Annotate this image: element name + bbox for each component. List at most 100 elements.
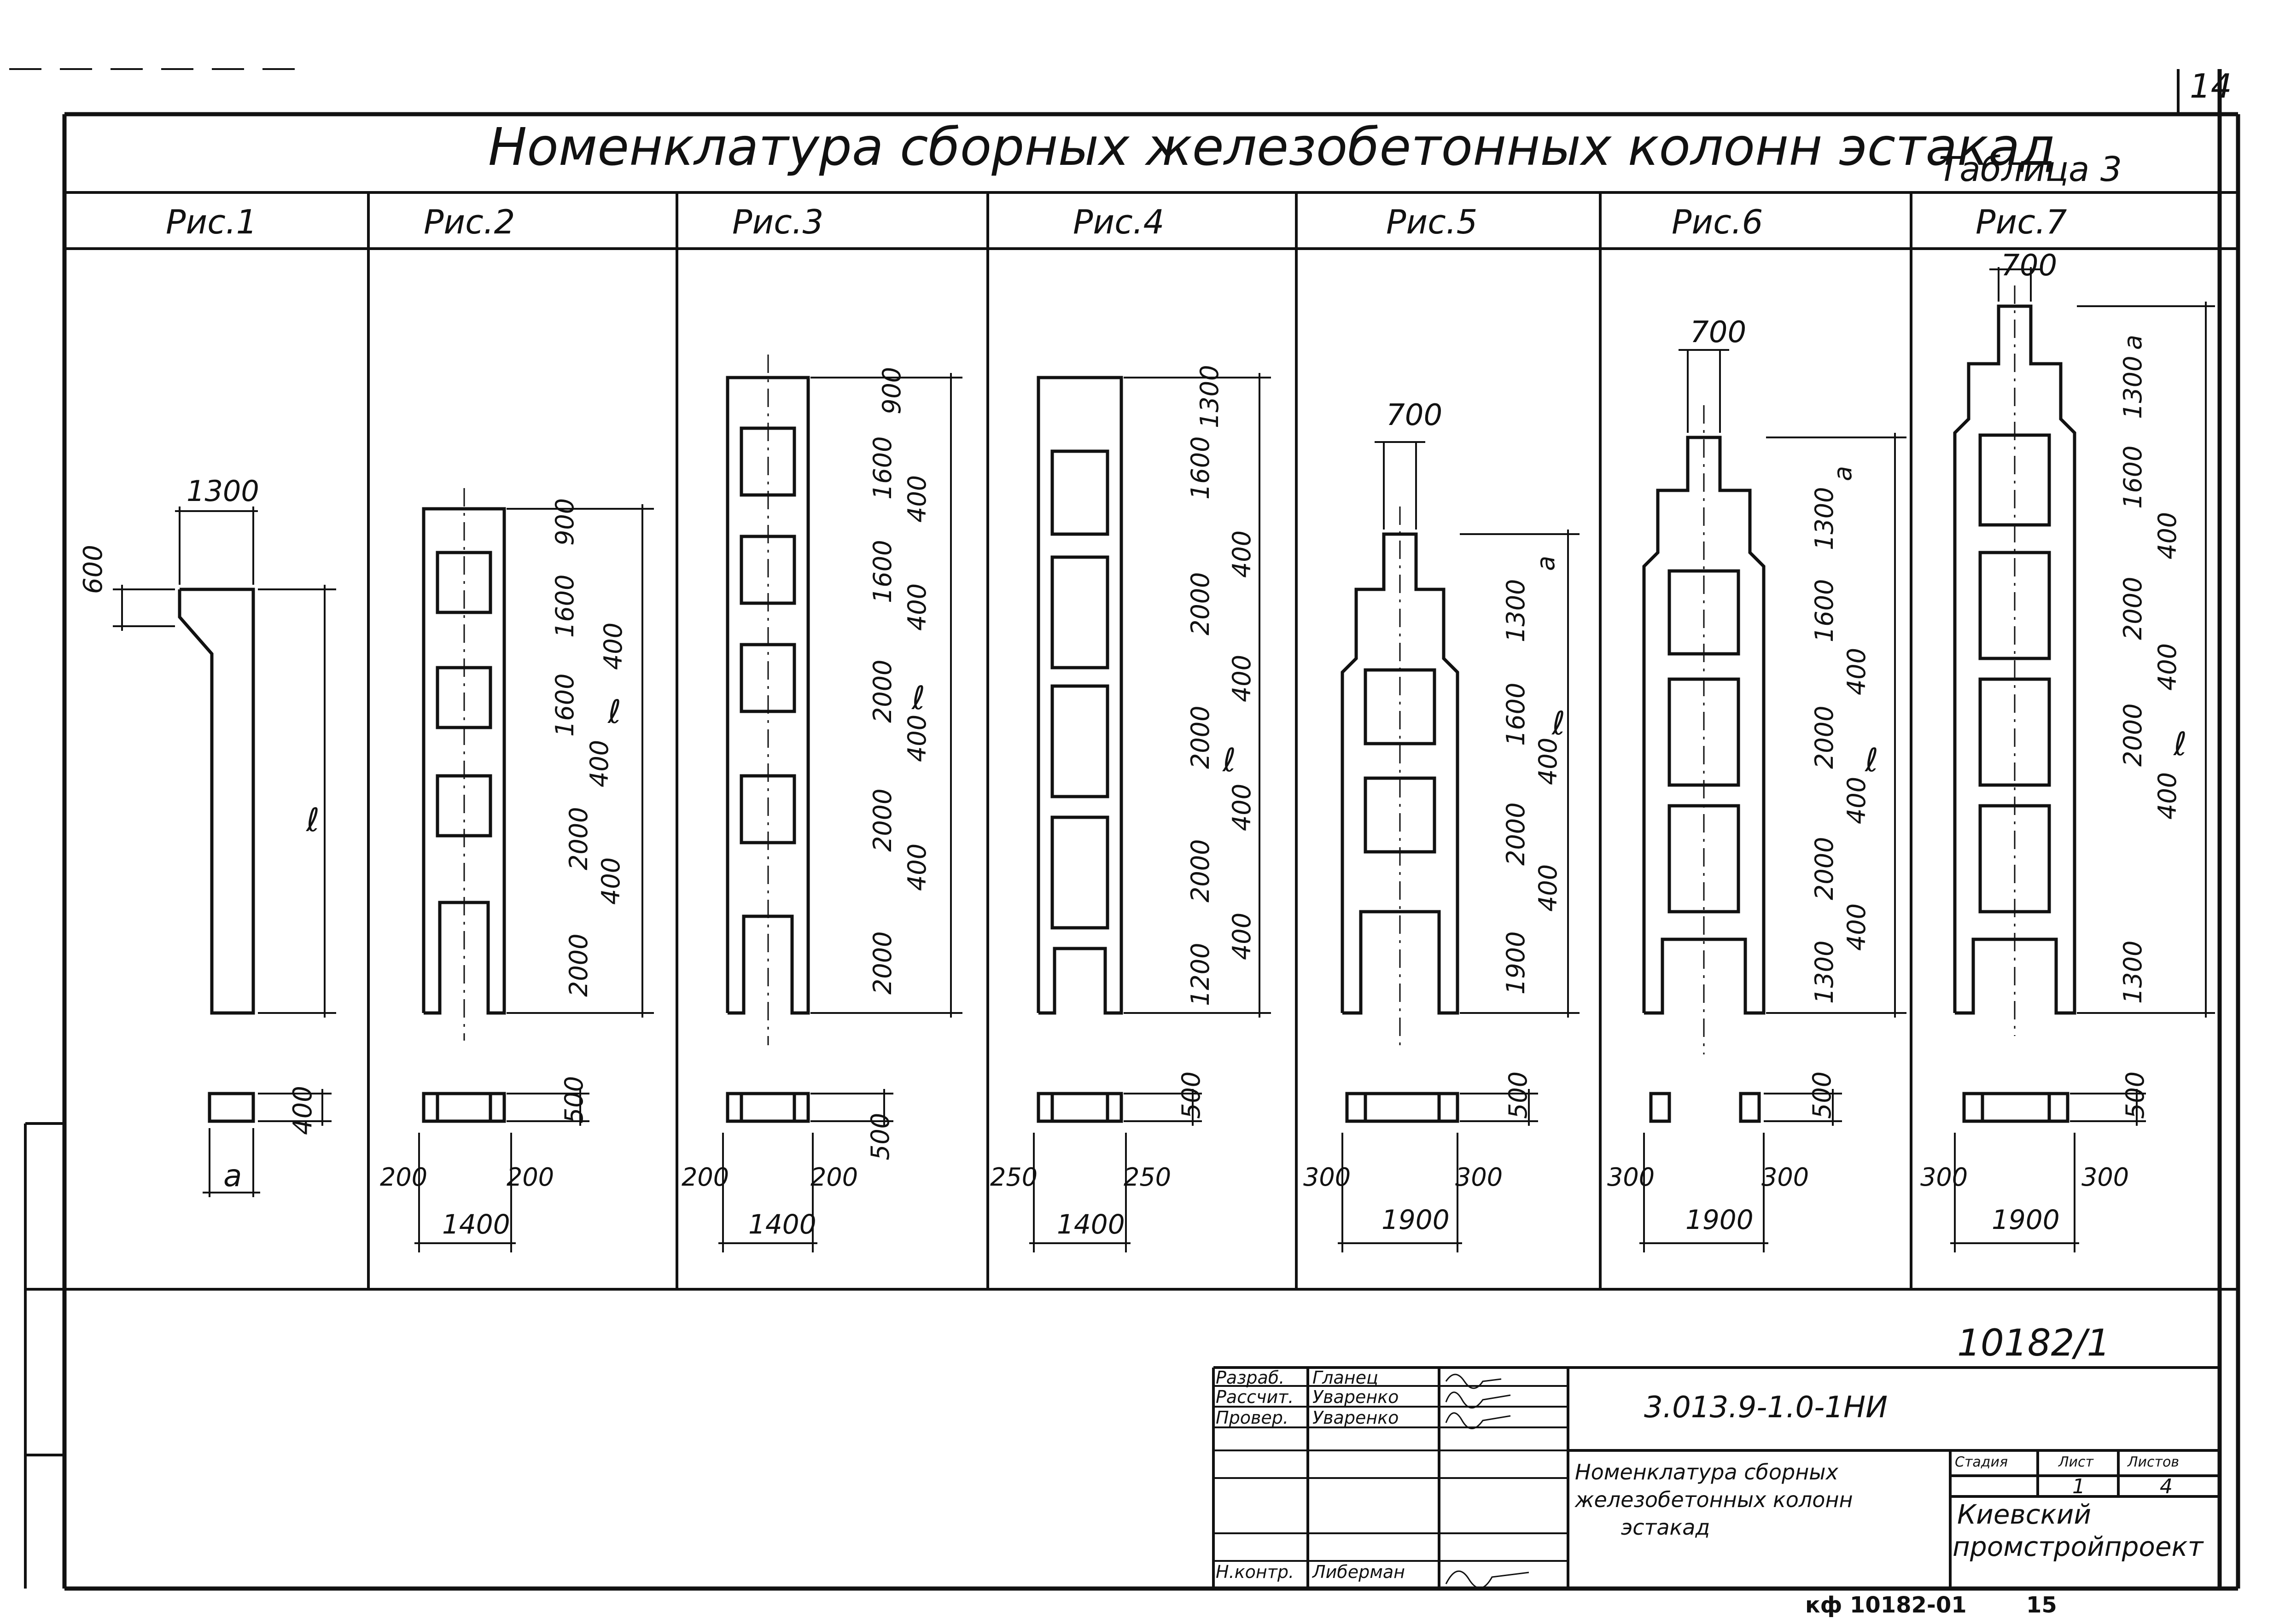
stamp-name-2: Уваренко xyxy=(1312,1408,1399,1428)
fig6-dim-total: ℓ xyxy=(1865,741,1878,779)
fig3-dim-5: 2000 xyxy=(868,659,897,723)
sheet-title: Номенклатура сборных железобетонных коло… xyxy=(488,117,2056,177)
fig6-dim-6: 2000 xyxy=(1810,837,1839,900)
fig5-column-drawing xyxy=(1338,441,1580,1252)
fig5-dim-width: 1900 xyxy=(1382,1204,1450,1235)
fig7-dim-4: 2000 xyxy=(2118,576,2147,640)
fig6-dim-left: 300 xyxy=(1607,1163,1655,1192)
fig3-dim-0: 900 xyxy=(877,367,906,414)
fig3-dim-6: 400 xyxy=(903,714,932,762)
fig4-dim-width: 1400 xyxy=(1057,1209,1125,1240)
figure-label-2: Рис.2 xyxy=(424,203,515,241)
fig4-dim-6: 400 xyxy=(1227,783,1256,831)
fig4-dim-3: 2000 xyxy=(1186,572,1215,635)
fig6-dim-width: 1900 xyxy=(1685,1204,1754,1235)
stamp-name-6: Либерман xyxy=(1312,1562,1405,1582)
fig6-dim-2: 1600 xyxy=(1810,579,1839,642)
fig7-dim-top: 700 xyxy=(2001,249,2058,283)
stamp-name-0: Гланец xyxy=(1312,1368,1378,1388)
fig5-dim-2: 1600 xyxy=(1501,682,1530,746)
fig7-dim-6: 2000 xyxy=(2118,703,2147,767)
fig2-dim-1: 1600 xyxy=(550,574,579,638)
fig4-dim-4: 400 xyxy=(1227,654,1256,702)
fig3-dim-total: ℓ xyxy=(912,679,925,717)
stamp-sheets: 4 xyxy=(2160,1475,2173,1498)
fig2-column-drawing xyxy=(414,488,654,1252)
fig6-dim-3: 400 xyxy=(1842,647,1871,695)
fig3-dim-7: 2000 xyxy=(868,788,897,852)
fig7-dim-left: 300 xyxy=(1920,1163,1968,1192)
stamp-col-header-sheets: Листов xyxy=(2128,1454,2180,1470)
figure-label-1: Рис.1 xyxy=(166,203,257,241)
fig4-dim-5: 2000 xyxy=(1186,705,1215,769)
figure-label-7: Рис.7 xyxy=(1976,203,2067,241)
fig3-dim-width: 1400 xyxy=(748,1209,816,1240)
fig1-sec-w: a xyxy=(223,1158,242,1193)
fig7-dim-8: 1300 xyxy=(2118,940,2147,1004)
fig5-dim-total: ℓ xyxy=(1552,704,1565,742)
stamp-desc-line-2: эстакад xyxy=(1621,1515,1710,1540)
fig4-dim-total: ℓ xyxy=(1223,741,1236,779)
table-label: Таблица 3 xyxy=(1939,150,2122,189)
stamp-role-2: Провер. xyxy=(1216,1408,1288,1428)
fig1-sec-h: 400 xyxy=(288,1086,318,1135)
fig5-dim-6: 1900 xyxy=(1501,931,1530,995)
fig4-sec-h: 500 xyxy=(1177,1071,1206,1119)
fig6-dim-right: 300 xyxy=(1761,1163,1809,1192)
bottom-code: кф 10182-01 xyxy=(1805,1592,1967,1618)
doc-number: 10182/1 xyxy=(1957,1321,2110,1364)
fig1-dim-top: 1300 xyxy=(187,474,259,508)
figure-label-3: Рис.3 xyxy=(732,203,824,241)
fig3-dim-1: 1600 xyxy=(868,436,897,500)
fig5-dim-4: 2000 xyxy=(1501,802,1530,866)
fig3-column-drawing xyxy=(718,355,962,1252)
fig1-column-drawing xyxy=(113,506,336,1197)
stamp-col-header-stage: Стадия xyxy=(1955,1454,2008,1470)
fig4-dim-7: 2000 xyxy=(1186,839,1215,902)
fig7-dim-0: a xyxy=(2118,334,2147,350)
fig2-dim-6: 400 xyxy=(596,857,625,905)
fig2-sec-h: 500 xyxy=(560,1076,589,1123)
fig4-dim-2: 400 xyxy=(1227,530,1256,578)
fig6-dim-8: 1300 xyxy=(1810,940,1839,1004)
figure-label-6: Рис.6 xyxy=(1672,203,1763,241)
fig7-column-drawing xyxy=(1950,267,2215,1252)
stamp-sheet: 1 xyxy=(2072,1475,2085,1498)
stamp-name-1: Уваренко xyxy=(1312,1387,1399,1407)
fig7-dim-2: 1600 xyxy=(2118,445,2147,509)
fig2-dim-5: 2000 xyxy=(564,807,593,870)
stamp-desc-line-1: железобетонных колонн xyxy=(1575,1487,1853,1512)
fig7-dim-right: 300 xyxy=(2081,1163,2129,1192)
fig5-dim-5: 400 xyxy=(1533,864,1562,912)
fig2-dim-left: 200 xyxy=(380,1163,428,1192)
fig2-dim-4: 400 xyxy=(585,739,614,787)
fig5-dim-0: a xyxy=(1531,555,1560,571)
fig7-sec-h: 500 xyxy=(2121,1071,2150,1119)
fig5-sec-h: 500 xyxy=(1504,1071,1533,1119)
fig2-dim-3: 1600 xyxy=(550,673,579,737)
stamp-org-line-0: Киевский xyxy=(1957,1499,2092,1530)
fig4-dim-left: 250 xyxy=(990,1163,1038,1192)
fig7-dim-5: 400 xyxy=(2153,643,2182,691)
fig7-dim-1: 1300 xyxy=(2118,355,2147,419)
stamp-role-6: Н.контр. xyxy=(1216,1562,1294,1582)
fig3-dim-4: 400 xyxy=(903,583,932,631)
fig2-dim-2: 400 xyxy=(599,622,628,670)
fig4-dim-1: 1600 xyxy=(1186,436,1215,500)
fig3-dim-8: 400 xyxy=(903,843,932,891)
fig7-dim-total: ℓ xyxy=(2174,725,2187,763)
fig3-dim-right: 200 xyxy=(810,1163,858,1192)
stamp-code: 3.013.9-1.0-1НИ xyxy=(1644,1391,1888,1425)
fig2-dim-total: ℓ xyxy=(608,693,621,731)
fig2-dim-width: 1400 xyxy=(442,1209,510,1240)
stamp-desc-line-0: Номенклатура сборных xyxy=(1575,1460,1838,1484)
fig4-dim-8: 400 xyxy=(1227,912,1256,960)
fig4-dim-right: 250 xyxy=(1124,1163,1172,1192)
fig1-dim-length: ℓ xyxy=(306,801,320,839)
fig4-dim-9: 1200 xyxy=(1186,943,1215,1006)
fig6-dim-1: 1300 xyxy=(1810,487,1839,550)
fig2-dim-7: 2000 xyxy=(564,933,593,997)
fig3-sec-h: 500 xyxy=(866,1112,895,1160)
stamp-col-header-sheet: Лист xyxy=(2058,1454,2094,1470)
